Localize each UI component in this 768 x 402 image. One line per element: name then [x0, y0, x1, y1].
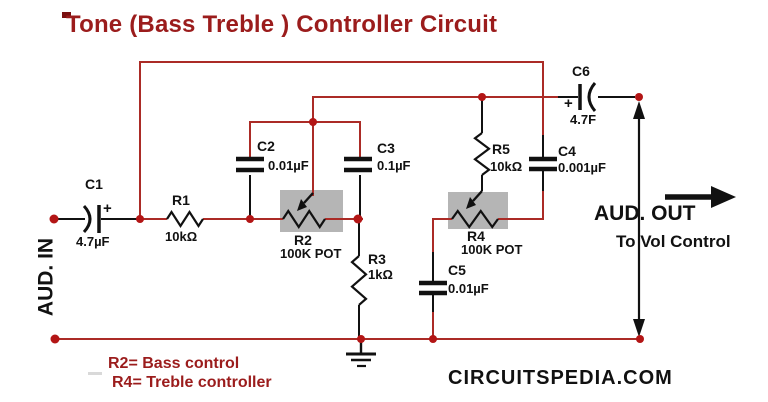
r2-value: 100K POT [280, 246, 342, 261]
r1-symbol [166, 209, 204, 229]
r1-ref: R1 [172, 192, 190, 208]
c4-value: 0.001µF [558, 160, 606, 175]
audio-in-label: AUD. IN [34, 237, 58, 317]
c2-value: 0.01µF [268, 158, 309, 173]
note-bass-control: R2= Bass control [108, 355, 240, 372]
r4-value: 100K POT [461, 242, 523, 257]
r2-symbol [282, 208, 326, 230]
r2-ref: R2 [294, 232, 312, 248]
smudge-artifact [88, 372, 102, 375]
r3-value: 1kΩ [368, 267, 393, 282]
r5-symbol [473, 132, 491, 176]
resistors [166, 132, 499, 306]
c4-symbol [529, 156, 557, 172]
c5-ref: C5 [448, 262, 466, 278]
c2-symbol [236, 156, 264, 173]
r2-wiper-line [303, 192, 314, 204]
c1-curved-plate [82, 204, 92, 234]
junction-dots [49, 93, 644, 344]
ground-icon [346, 339, 376, 368]
r4-ref: R4 [467, 228, 485, 244]
r4-wiper-line [472, 190, 483, 202]
pot-box-r2 [280, 190, 343, 232]
arrow-up-icon [633, 101, 645, 119]
audio-out-label: AUD. OUT [594, 202, 696, 225]
audio-out-arrow-icon [665, 186, 736, 208]
c4-ref: C4 [558, 143, 576, 159]
c6-plus-sign: + [564, 95, 573, 112]
c1-value: 4.7µF [76, 234, 110, 249]
note-treble-control: R4= Treble controller [112, 374, 272, 391]
c1-plus-sign: + [103, 200, 112, 217]
output-terminal-dot [635, 93, 643, 101]
capacitors [236, 156, 557, 296]
c5-value: 0.01µF [448, 281, 489, 296]
c1-ref: C1 [85, 176, 103, 192]
c1-symbol [82, 204, 101, 234]
c3-value: 0.1µF [377, 158, 411, 173]
input-terminal-dot [49, 214, 59, 224]
c3-symbol [344, 156, 372, 173]
r3-symbol [350, 255, 368, 306]
page-title: Tone (Bass Treble ) Controller Circuit [66, 11, 498, 38]
c5-symbol [419, 280, 447, 296]
wires [54, 61, 641, 340]
r4-symbol [451, 209, 499, 229]
r2-wiper-arrow-icon [297, 199, 307, 211]
output-span-arrow [633, 101, 645, 337]
pot-wipers [297, 190, 483, 211]
c6-value: 4.7F [570, 112, 597, 127]
r3-ref: R3 [368, 251, 386, 267]
c6-ref: C6 [572, 63, 590, 79]
component-leads [58, 96, 635, 337]
r5-ref: R5 [492, 141, 510, 157]
r5-value: 10kΩ [490, 159, 523, 174]
c6-symbol [578, 82, 597, 112]
c2-ref: C2 [257, 138, 275, 154]
r1-value: 10kΩ [165, 229, 198, 244]
c6-curved-plate [587, 82, 597, 112]
corner-artifact [62, 12, 71, 18]
watermark: CIRCUITSPEDIA.COM [448, 367, 673, 389]
arrow-down-icon [633, 319, 645, 337]
to-vol-control-label: To Vol Control [616, 232, 731, 251]
r4-wiper-arrow-icon [466, 197, 476, 209]
c3-ref: C3 [377, 140, 395, 156]
